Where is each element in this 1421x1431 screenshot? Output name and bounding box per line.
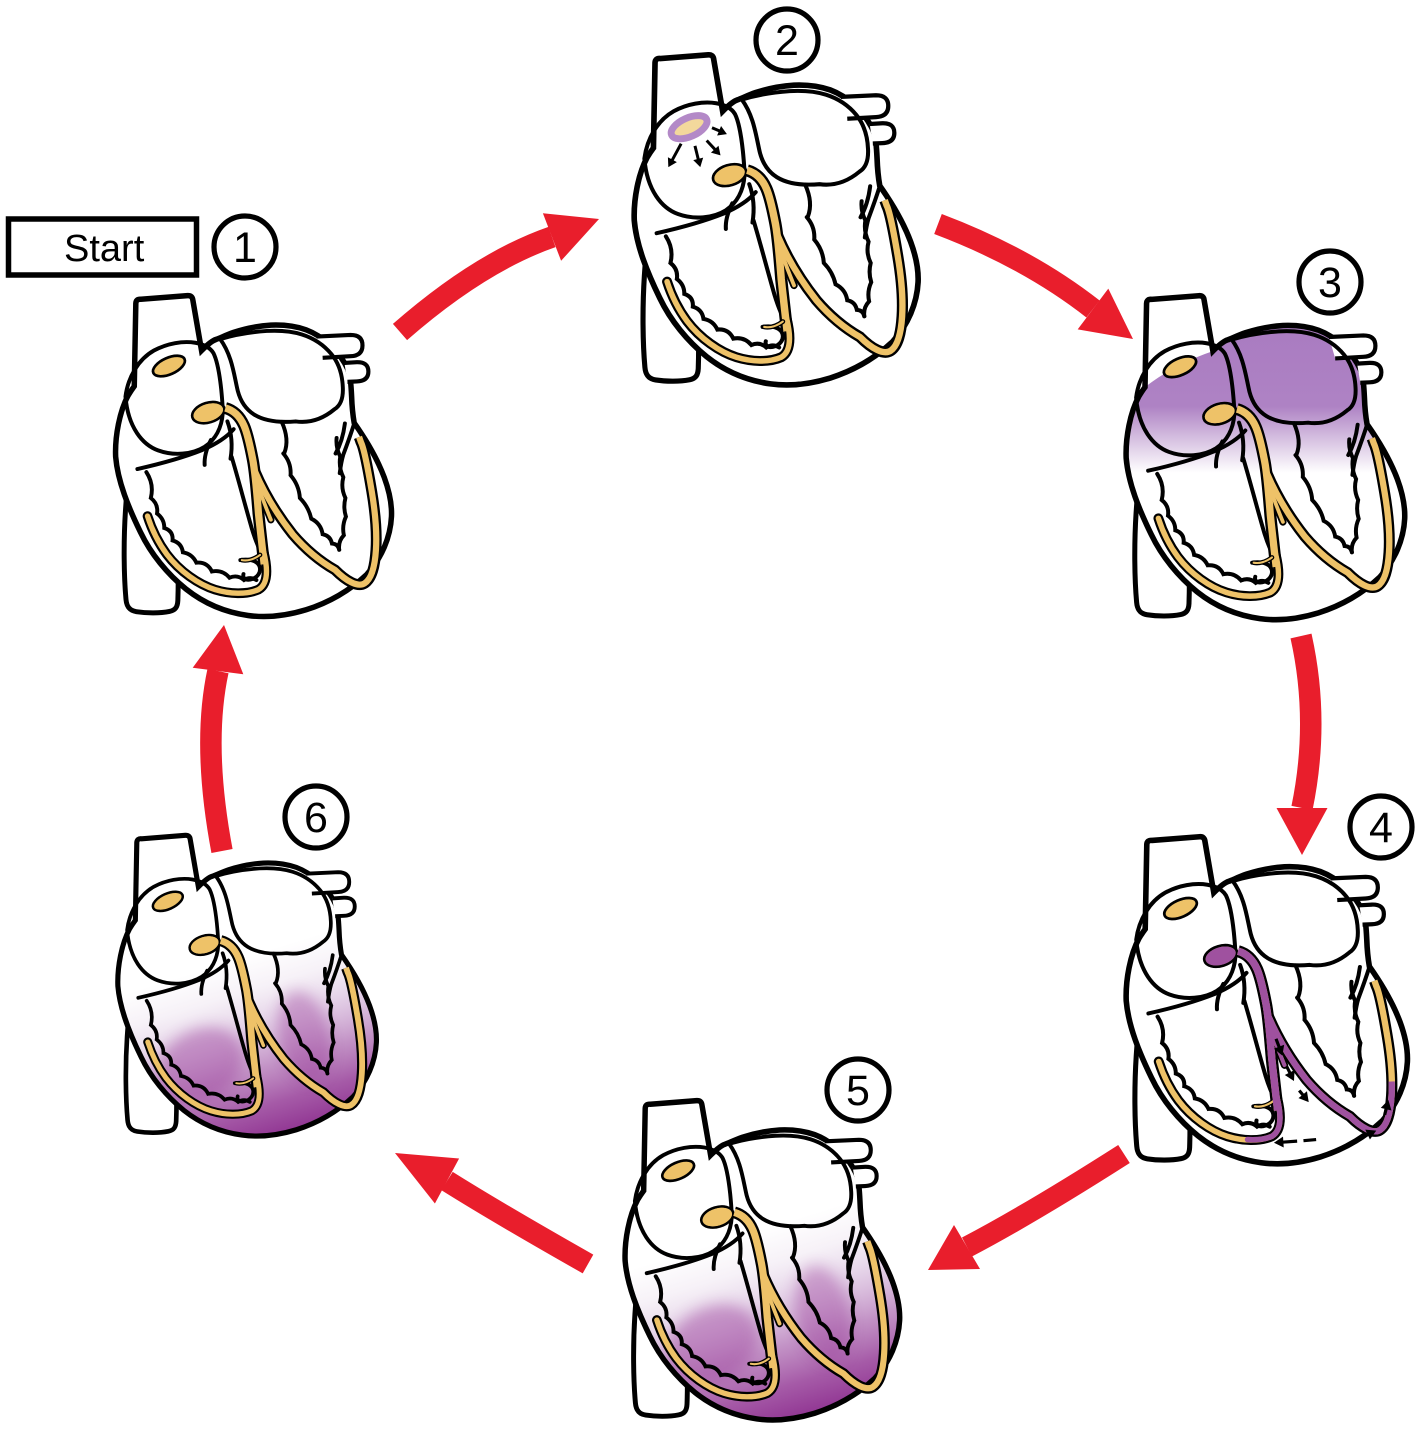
svg-text:6: 6 bbox=[304, 794, 328, 842]
svg-text:5: 5 bbox=[846, 1067, 870, 1115]
svg-text:2: 2 bbox=[775, 17, 799, 65]
svg-text:Start: Start bbox=[64, 228, 145, 270]
svg-text:4: 4 bbox=[1369, 804, 1393, 852]
svg-text:1: 1 bbox=[233, 224, 257, 272]
svg-text:3: 3 bbox=[1318, 259, 1342, 307]
